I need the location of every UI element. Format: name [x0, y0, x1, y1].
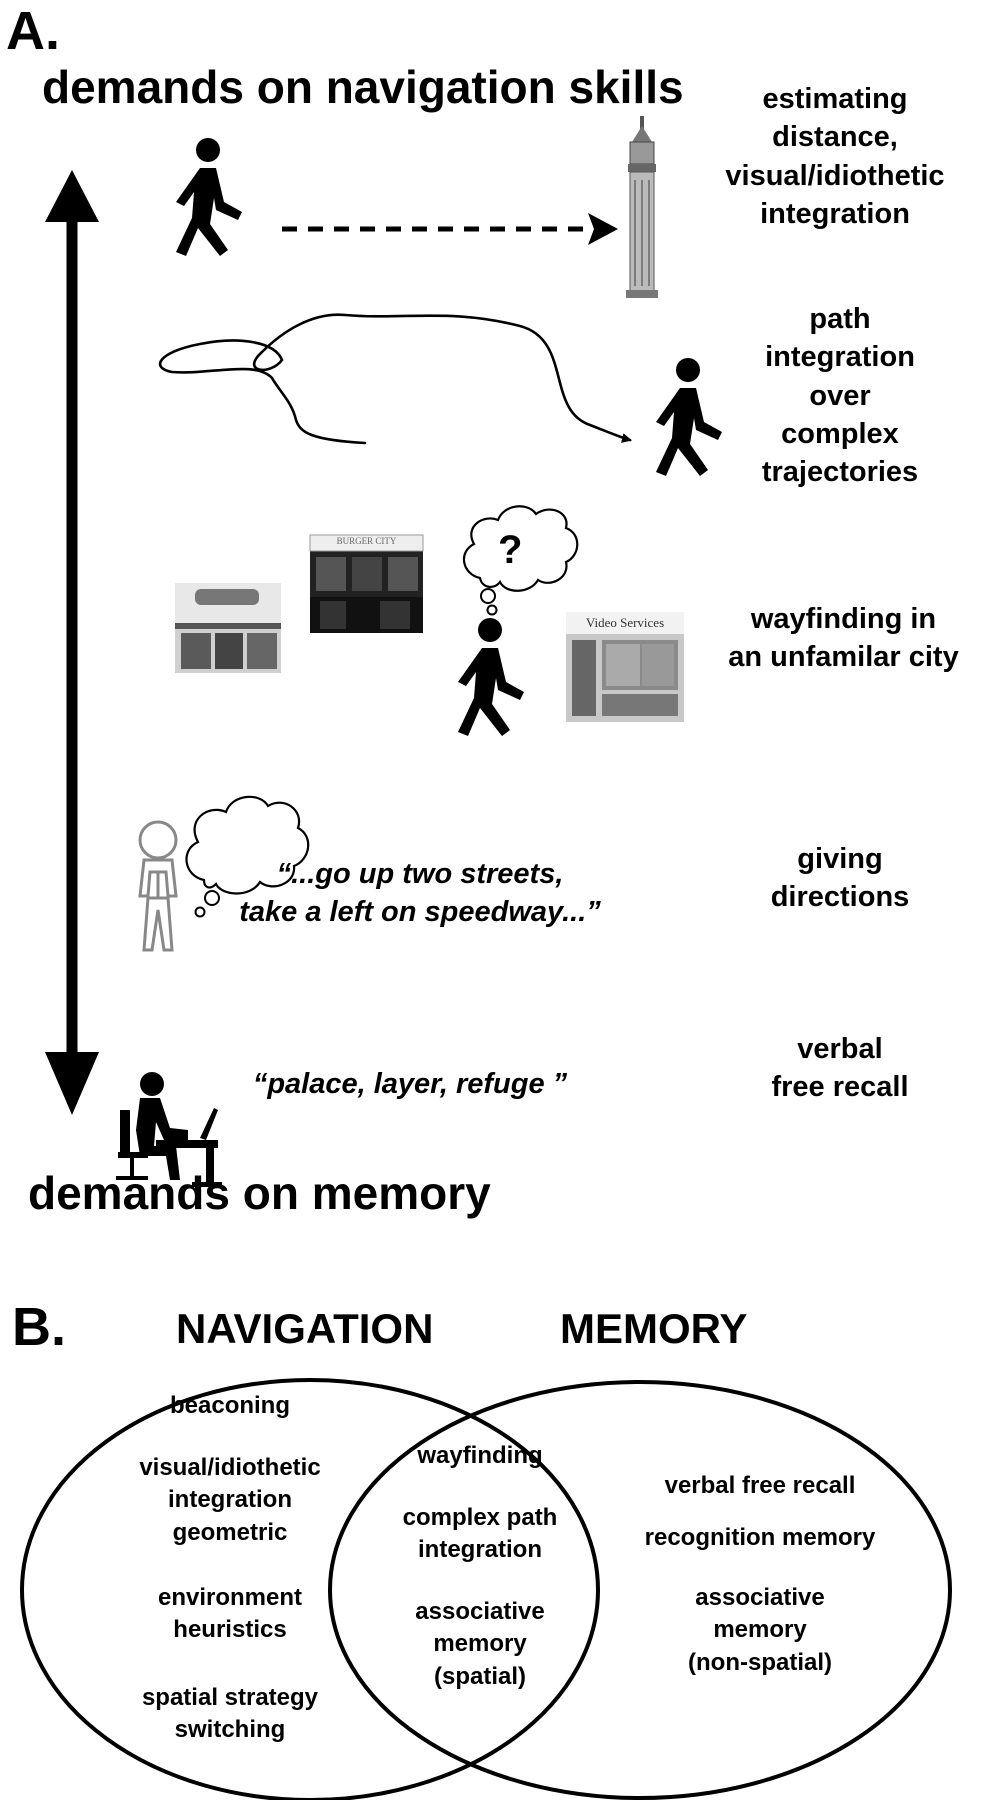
shared-item: complex path integration [402, 1504, 558, 1564]
navigation-title: NAVIGATION [176, 1305, 434, 1352]
memory-item: recognition memory [644, 1524, 876, 1551]
vertical-axis-arrow [45, 170, 99, 1115]
recall-quote: “palace, layer, refuge ” [252, 1068, 568, 1100]
row-label-wayfinding: wayfinding in an unfamilar city [728, 603, 959, 674]
axis-top-label: demands on navigation skills [42, 61, 684, 113]
panel-a-label: A. [6, 1, 60, 61]
navigation-item: beaconing [169, 1392, 290, 1419]
navigation-circle [20, 1378, 600, 1800]
row-label-giving-directions: giving directions [770, 843, 910, 914]
person-at-desk-icon [116, 1072, 222, 1187]
complex-trajectory-path [158, 313, 632, 445]
storefront-icon [309, 534, 424, 633]
walking-person-icon [656, 358, 722, 476]
storefront-icon [175, 583, 281, 673]
shared-item: associative memory (spatial) [415, 1598, 545, 1690]
tower-icon [626, 116, 658, 298]
navigation-item: visual/idiothetic integration geometric [139, 1454, 321, 1546]
thought-bubble-icon [463, 505, 579, 616]
shared-item: wayfinding [417, 1442, 543, 1469]
storefront-sign-video-services: Video Services [585, 615, 665, 630]
walking-person-icon [176, 138, 242, 256]
row-label-estimating-distance: estimating distance, visual/idiothetic i… [725, 83, 945, 230]
row-label-path-integration: path integration over complex trajectori… [761, 303, 919, 489]
axis-bottom-label: demands on memory [28, 1167, 491, 1219]
navigation-item: environment heuristics [157, 1584, 303, 1644]
memory-item: verbal free recall [664, 1472, 856, 1499]
memory-title: MEMORY [560, 1305, 748, 1352]
row-label-verbal-free-recall: verbal free recall [771, 1033, 909, 1104]
storefront-icon [566, 612, 684, 722]
thought-bubble-icon [185, 795, 310, 918]
walking-person-icon [458, 618, 524, 736]
stick-figure-icon [138, 820, 178, 952]
memory-item: associative memory (non-spatial) [688, 1584, 832, 1676]
navigation-item: spatial strategy switching [141, 1684, 319, 1744]
memory-circle [328, 1380, 952, 1800]
directions-quote: “...go up two streets, take a left on sp… [239, 858, 601, 928]
storefront-sign-burger-city: BURGER CITY [336, 536, 397, 546]
panel-b-label: B. [12, 1297, 66, 1357]
thought-bubble-question: ? [498, 528, 523, 572]
